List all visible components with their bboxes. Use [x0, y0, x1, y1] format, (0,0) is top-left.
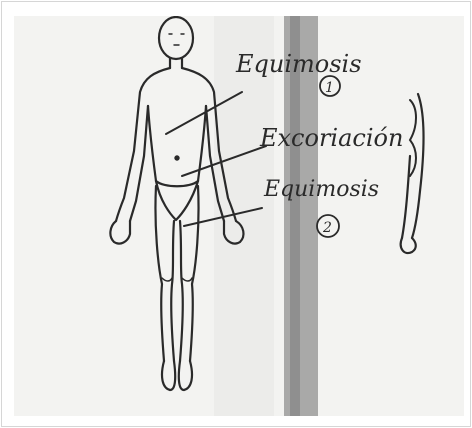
body-diagram: Equimosis 1 Excoriación Equimosis 2: [14, 16, 464, 416]
label-excoriacion: Excoriación: [259, 124, 403, 152]
marker-2: 2: [322, 220, 332, 236]
marker-1: 1: [325, 80, 334, 96]
label-equimosis-1: Equimosis: [235, 50, 362, 78]
label-equimosis-2: Equimosis: [263, 177, 379, 202]
scanned-sketch: Equimosis 1 Excoriación Equimosis 2: [14, 16, 464, 416]
